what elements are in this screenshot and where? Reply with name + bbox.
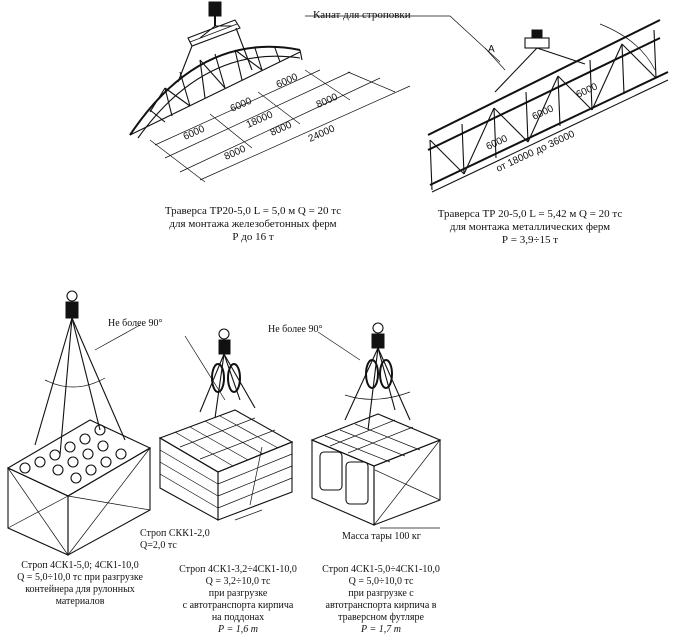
concrete-dim-2: 6000	[275, 71, 300, 90]
roll-container-caption: Строп 4СК1-5,0; 4СК1-10,0 Q = 5,0÷10,0 т…	[0, 560, 160, 608]
hook-icon-2	[218, 328, 231, 355]
concrete-traverse-caption: Траверса ТР20-5,0 L = 5,0 м Q = 20 тс дл…	[148, 205, 358, 244]
metal-caption-line1: Траверса ТР 20-5,0 L = 5,42 м Q = 20 тс	[437, 208, 623, 220]
rope-label: Канат для строповки	[313, 9, 411, 21]
brick-pallet-caption: Строп 4СК1-3,2÷4СК1-10,0 Q = 3,2÷10,0 тс…	[168, 564, 308, 636]
c2-line2: Q = 3,2÷10,0 тс	[205, 576, 271, 587]
c2-line1: Строп 4СК1-3,2÷4СК1-10,0	[179, 564, 297, 575]
c1-line3: контейнера для рулонных	[25, 584, 135, 595]
c1-line4: материалов	[55, 596, 105, 607]
crane-hook-icon-right	[524, 29, 550, 49]
roll-container-drawing	[6, 290, 152, 556]
c2-line6: P = 1,6 т	[218, 624, 258, 635]
concrete-dim-5: 8000	[269, 119, 294, 138]
c1-line2: Q = 5,0÷10,0 тс при разгрузке	[17, 572, 143, 583]
section-mark: А	[488, 44, 495, 55]
c3-line3: при разгрузке с	[348, 588, 414, 599]
concrete-caption-line2: для монтажа железобетонных ферм	[169, 218, 337, 230]
c2-line5: на поддонах	[211, 612, 265, 623]
metal-truss-traverse-drawing: А 6000 6000 6000 от 18000 до 36000	[427, 19, 669, 193]
c1-line1: Строп 4СК1-5,0; 4СК1-10,0	[21, 560, 139, 571]
c3-line1: Строп 4СК1-5,0÷4СК1-10,0	[322, 564, 440, 575]
metal-caption-line2: для монтажа металлических ферм	[449, 221, 611, 233]
angle-label-2: Не более 90°	[268, 324, 323, 335]
sling-capacity: Q=2,0 тс	[140, 540, 177, 551]
brick-pallet-drawing	[158, 328, 294, 521]
concrete-truss-traverse-drawing: 6000 6000 6000 18000 8000 8000 8000 2400…	[129, 1, 411, 183]
c3-line4: автотранспорта кирпича в	[325, 600, 437, 611]
concrete-dim-7: 24000	[307, 123, 337, 145]
metal-traverse-caption: Траверса ТР 20-5,0 L = 5,42 м Q = 20 тс …	[420, 208, 640, 247]
concrete-dim-0: 6000	[182, 123, 207, 142]
c2-line3: при разгрузке	[208, 588, 268, 599]
c3-line2: Q = 5,0÷10,0 тс	[348, 576, 414, 587]
hook-icon-3	[371, 322, 385, 349]
concrete-caption-line3: Р до 16 т	[232, 231, 274, 243]
tare-label: Масса тары 100 кг	[342, 531, 421, 542]
metal-dim-1: 6000	[531, 103, 556, 123]
brick-case-caption: Строп 4СК1-5,0÷4СК1-10,0 Q = 5,0÷10,0 тс…	[306, 564, 456, 636]
concrete-dim-1: 6000	[229, 95, 254, 114]
c3-line6: P = 1,7 т	[361, 624, 401, 635]
concrete-caption-line1: Траверса ТР20-5,0 L = 5,0 м Q = 20 тс	[164, 205, 342, 217]
metal-dim-2: 6000	[575, 81, 600, 101]
sling-label: Строп СКК1-2,0	[140, 528, 210, 539]
metal-caption-line3: Р = 3,9÷15 т	[501, 234, 559, 246]
c2-line4: с автотранспорта кирпича	[182, 600, 294, 611]
concrete-dim-6: 8000	[315, 91, 340, 110]
angle-label-1: Не более 90°	[108, 318, 163, 329]
hook-icon-1	[65, 290, 79, 319]
c3-line5: траверсном футляре	[338, 612, 424, 623]
crane-hook-icon	[208, 1, 222, 26]
brick-case-drawing	[310, 322, 442, 529]
